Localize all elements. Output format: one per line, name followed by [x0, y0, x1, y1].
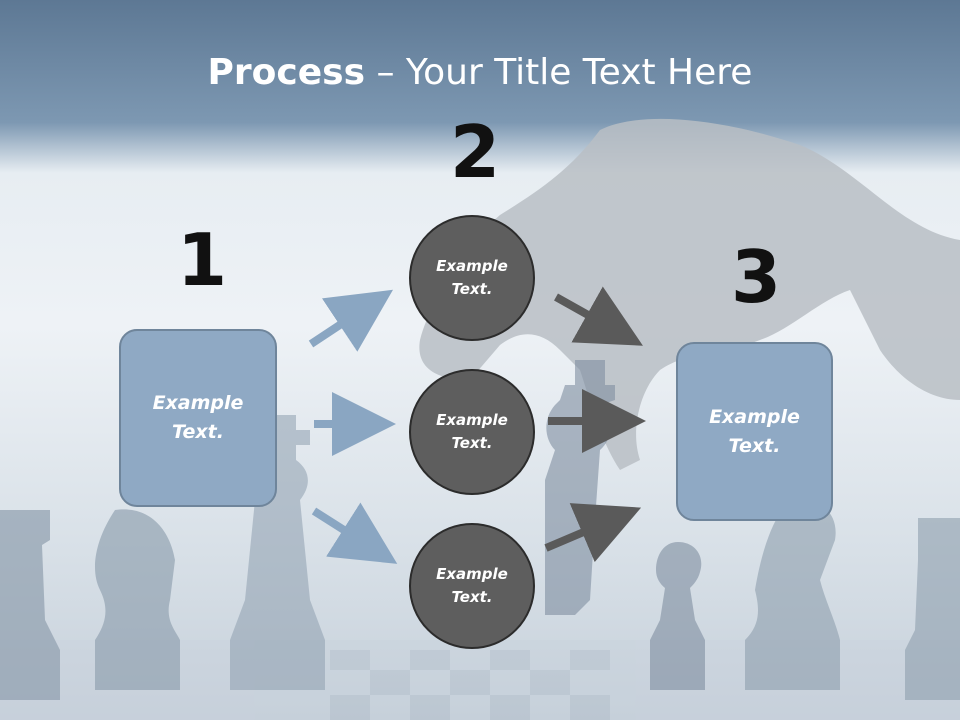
arrow-up-right-gray: [544, 503, 642, 563]
arrow-down-right-gray: [554, 286, 643, 346]
step-2-circle-middle-text: Example Text.: [436, 411, 508, 452]
step-1-text: Example Text.: [152, 392, 244, 443]
rook-right: [905, 518, 960, 700]
step-2-circle-bottom: Example Text.: [409, 523, 535, 649]
step-3-text: Example Text.: [709, 405, 800, 457]
step-1-box: Example Text.: [119, 329, 277, 507]
pawn-right: [650, 542, 705, 690]
step-2-circle-top-text: Example Text.: [436, 257, 508, 298]
step-number-3: 3: [731, 235, 782, 319]
step-2-circle-middle: Example Text.: [409, 369, 535, 495]
step-number-1: 1: [177, 218, 228, 302]
step-2-circle-top: Example Text.: [409, 215, 535, 341]
knight-right: [745, 499, 840, 690]
hand-silhouette: [419, 118, 960, 470]
title-bold: Process: [207, 52, 366, 93]
title-rest: – Your Title Text Here: [365, 52, 753, 93]
arrow-down-right-blue: [311, 502, 398, 564]
rook-left: [0, 510, 60, 700]
arrow-up-right-blue: [308, 289, 394, 352]
slide-title: Process – Your Title Text Here: [0, 52, 960, 93]
step-3-box: Example Text.: [676, 342, 833, 521]
step-2-circle-bottom-text: Example Text.: [436, 565, 508, 606]
step-number-2: 2: [450, 110, 501, 194]
knight-left: [95, 509, 180, 690]
